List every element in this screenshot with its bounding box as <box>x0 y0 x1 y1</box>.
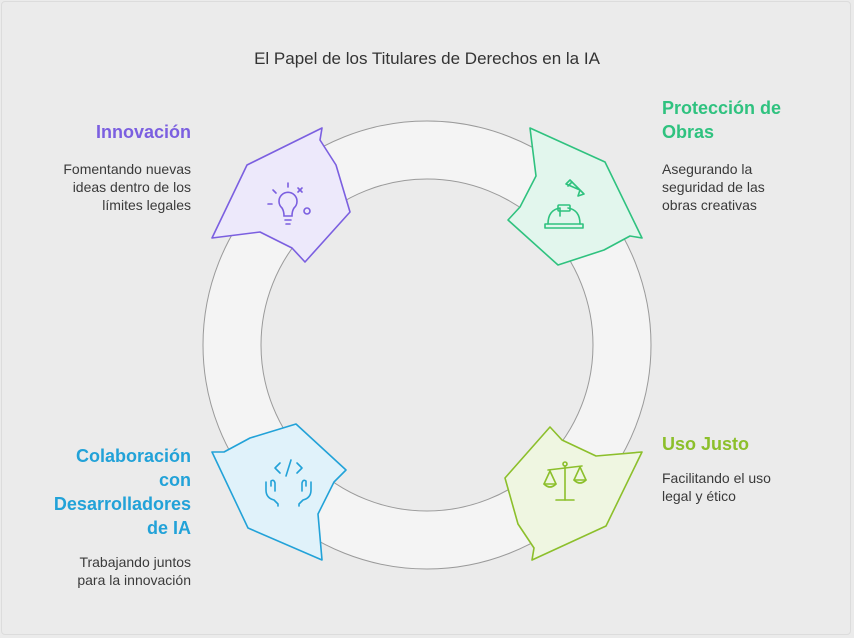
protection-heading-line: Obras <box>662 122 715 142</box>
collaboration-heading-line: Colaboración <box>75 446 191 466</box>
innovation-description-line: ideas dentro de los <box>72 179 191 195</box>
code-hands-icon <box>265 459 312 507</box>
innovation-description-line: límites legales <box>102 197 191 213</box>
scales-icon <box>543 461 587 501</box>
fair-use-heading: Uso Justo <box>662 432 842 456</box>
lightbulb-icon <box>267 182 311 225</box>
protection-heading: Protección de Obras <box>662 96 842 144</box>
collaboration-heading-line: con <box>158 470 191 490</box>
protection-heading-line: Protección de <box>662 98 782 118</box>
fair-use-heading-line: Uso Justo <box>662 434 750 454</box>
segment-collaboration[interactable] <box>211 423 347 561</box>
collaboration-heading: Colaboración con Desarrolladores de IA <box>11 444 191 540</box>
protection-description-line: obras creativas <box>662 197 757 213</box>
protection-description: Asegurando la seguridad de las obras cre… <box>662 160 842 214</box>
fair-use-description: Facilitando el uso legal y ético <box>662 469 842 505</box>
innovation-heading-line: Innovación <box>95 122 191 142</box>
collaboration-description-line: para la innovación <box>77 572 191 588</box>
fair-use-description-line: Facilitando el uso <box>662 470 771 486</box>
segment-protection[interactable] <box>507 127 643 266</box>
collaboration-description-line: Trabajando juntos <box>79 554 191 570</box>
cycle-ring <box>202 120 652 570</box>
diagram-title: El Papel de los Titulares de Derechos en… <box>254 49 600 68</box>
innovation-description-line: Fomentando nuevas <box>63 161 191 177</box>
collaboration-heading-line: de IA <box>146 518 191 538</box>
innovation-heading: Innovación <box>11 120 191 144</box>
collaboration-heading-line: Desarrolladores <box>53 494 191 514</box>
protection-description-line: seguridad de las <box>662 179 765 195</box>
protection-description-line: Asegurando la <box>662 161 753 177</box>
fair-use-description-line: legal y ético <box>662 488 736 504</box>
segment-fair-use[interactable] <box>504 426 643 561</box>
segment-innovation[interactable] <box>211 127 351 263</box>
innovation-description: Fomentando nuevas ideas dentro de los lí… <box>11 160 191 214</box>
collaboration-description: Trabajando juntos para la innovación <box>11 553 191 589</box>
hardhat-pencil-icon <box>544 179 585 229</box>
